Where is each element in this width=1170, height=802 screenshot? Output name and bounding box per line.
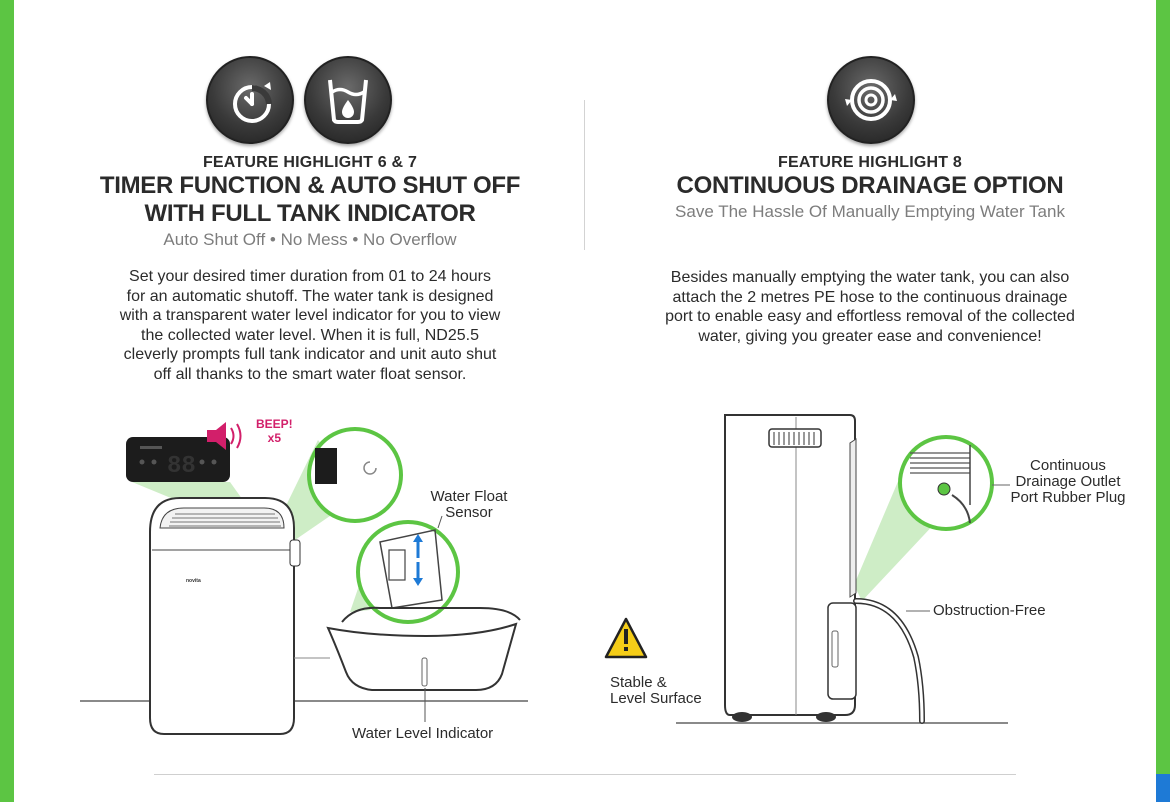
left-body-line: with a transparent water level indicator… [119, 307, 501, 324]
label-line: Water Float [430, 488, 508, 505]
label-line: Port Rubber Plug [1010, 489, 1126, 506]
svg-text:88: 88 [167, 453, 196, 480]
drainage-outlet-label: Continuous Drainage Outlet Port Rubber P… [1006, 458, 1130, 506]
right-green-border [1156, 0, 1170, 802]
left-subtitle: Auto Shut Off • No Mess • No Overflow [163, 230, 457, 249]
left-body-line: cleverly prompts full tank indicator and… [123, 346, 497, 363]
beep-count-text: x5 [267, 431, 282, 445]
left-body-line: for an automatic shutoff. The water tank… [126, 287, 494, 305]
label-line: Stable & [610, 674, 667, 691]
water-tank-icon [304, 56, 392, 144]
right-body-line: attach the 2 metres PE hose to the conti… [672, 288, 1068, 306]
right-body-line: port to enable easy and effortless remov… [665, 308, 1075, 325]
beep-callout: BEEP! x5 [256, 417, 293, 445]
stable-surface-label: Stable & Level Surface [610, 675, 702, 707]
left-body-line: Set your desired timer duration from 01 … [129, 268, 491, 285]
left-kicker: FEATURE HIGHLIGHT 6 & 7 [202, 154, 418, 171]
right-heading-block: FEATURE HIGHLIGHT 8 CONTINUOUS DRAINAGE … [630, 154, 1110, 222]
left-title-line1: TIMER FUNCTION & AUTO SHUT OFF [99, 172, 521, 199]
left-heading-block: FEATURE HIGHLIGHT 6 & 7 TIMER FUNCTION &… [60, 154, 560, 250]
beep-text: BEEP! [256, 417, 293, 431]
left-title-line2: WITH FULL TANK INDICATOR [144, 200, 476, 227]
left-body-line: the collected water level. When it is fu… [141, 326, 479, 344]
label-line: Sensor [445, 504, 493, 521]
label-line: Drainage Outlet [1015, 473, 1121, 490]
dehumidifier-tank-illustration: 88 novita [80, 422, 528, 735]
brand-mark-text: novita [186, 578, 201, 584]
right-kicker: FEATURE HIGHLIGHT 8 [778, 154, 962, 171]
footer-rule [154, 774, 1016, 775]
label-line: Continuous [1030, 457, 1106, 474]
right-title: CONTINUOUS DRAINAGE OPTION [676, 172, 1064, 199]
drainage-swirl-icon [827, 56, 915, 144]
continuous-drainage-illustration [604, 414, 1010, 724]
left-body-line: off all thanks to the smart water float … [153, 365, 467, 383]
right-subtitle: Save The Hassle Of Manually Emptying Wat… [675, 202, 1065, 221]
water-level-indicator-label: Water Level Indicator [352, 725, 494, 742]
left-body: Set your desired timer duration from 01 … [80, 267, 540, 384]
page-corner-tab [1156, 774, 1170, 802]
obstruction-free-label: Obstruction-Free [933, 602, 1046, 619]
column-divider [584, 100, 585, 250]
right-body: Besides manually emptying the water tank… [640, 268, 1100, 346]
timer-icon [206, 56, 294, 144]
right-body-line: Besides manually emptying the water tank… [670, 269, 1070, 286]
left-green-border [0, 0, 14, 802]
right-body-line: water, giving you greater ease and conve… [698, 327, 1042, 345]
water-float-sensor-label: Water Float Sensor [424, 489, 514, 521]
label-line: Level Surface [610, 690, 702, 707]
